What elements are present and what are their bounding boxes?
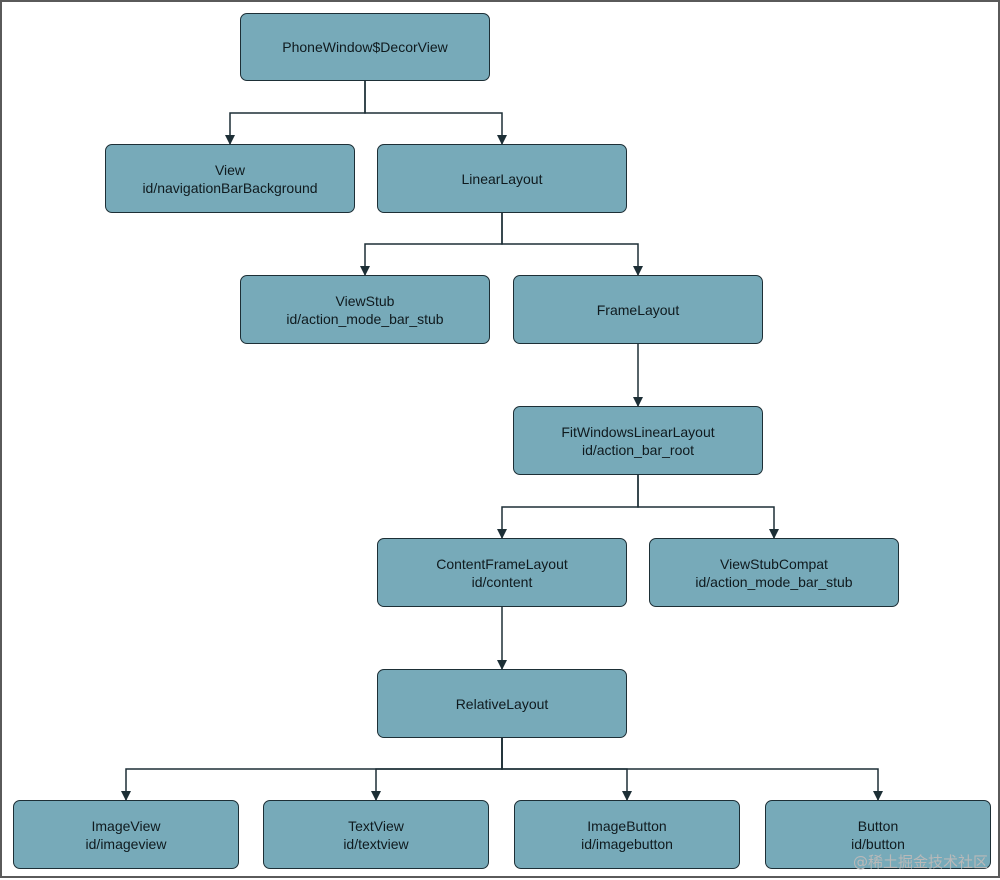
- connector-decorview-to-view: [225, 81, 366, 145]
- node-title: View: [214, 161, 246, 178]
- node-view: View id/navigationBarBackground: [105, 144, 355, 213]
- node-viewstub: ViewStub id/action_mode_bar_stub: [240, 275, 490, 344]
- node-id: id/imageview: [85, 835, 167, 852]
- node-title: TextView: [348, 817, 404, 834]
- node-relativelayout: RelativeLayout: [377, 669, 627, 738]
- node-title: ContentFrameLayout: [436, 555, 568, 572]
- node-title: ImageView: [91, 817, 161, 834]
- node-title: Button: [857, 817, 899, 834]
- node-title: LinearLayout: [461, 170, 543, 187]
- node-id: id/action_mode_bar_stub: [286, 310, 444, 327]
- node-id: id/action_mode_bar_stub: [695, 573, 853, 590]
- node-id: id/textview: [343, 835, 409, 852]
- node-textview: TextView id/textview: [263, 800, 489, 869]
- node-title: ImageButton: [587, 817, 667, 834]
- node-imageview: ImageView id/imageview: [13, 800, 239, 869]
- connector-linearlayout-to-viewstub: [360, 213, 503, 276]
- node-fitwindowslinearlayout: FitWindowsLinearLayout id/action_bar_roo…: [513, 406, 763, 475]
- node-title: FrameLayout: [596, 301, 680, 318]
- node-title: RelativeLayout: [455, 695, 549, 712]
- node-title: FitWindowsLinearLayout: [561, 423, 715, 440]
- connector-decorview-to-linearlayout: [364, 81, 507, 145]
- connector-fitwindows-to-contentframe: [497, 475, 639, 539]
- connector-linearlayout-to-framelayout: [501, 213, 643, 276]
- node-phonewindow-decorview: PhoneWindow$DecorView: [240, 13, 490, 81]
- node-viewstubcompat: ViewStubCompat id/action_mode_bar_stub: [649, 538, 899, 607]
- node-imagebutton: ImageButton id/imagebutton: [514, 800, 740, 869]
- node-title: PhoneWindow$DecorView: [282, 39, 448, 55]
- connector-relativelayout-to-textview: [371, 738, 503, 801]
- node-button: Button id/button: [765, 800, 991, 869]
- node-id: id/content: [471, 573, 533, 590]
- node-title: ViewStub: [335, 292, 395, 309]
- connector-relativelayout-to-button: [501, 738, 883, 801]
- node-id: id/navigationBarBackground: [142, 179, 318, 196]
- node-id: id/imagebutton: [581, 835, 673, 852]
- node-id: id/action_bar_root: [581, 441, 695, 458]
- connector-fitwindows-to-viewstubcompat: [637, 475, 779, 539]
- node-contentframelayout: ContentFrameLayout id/content: [377, 538, 627, 607]
- node-id: id/button: [851, 835, 905, 852]
- watermark-text: @稀土掘金技术社区: [852, 853, 988, 871]
- node-title: ViewStubCompat: [720, 555, 828, 572]
- node-framelayout: FrameLayout: [513, 275, 763, 344]
- node-linearlayout: LinearLayout: [377, 144, 627, 213]
